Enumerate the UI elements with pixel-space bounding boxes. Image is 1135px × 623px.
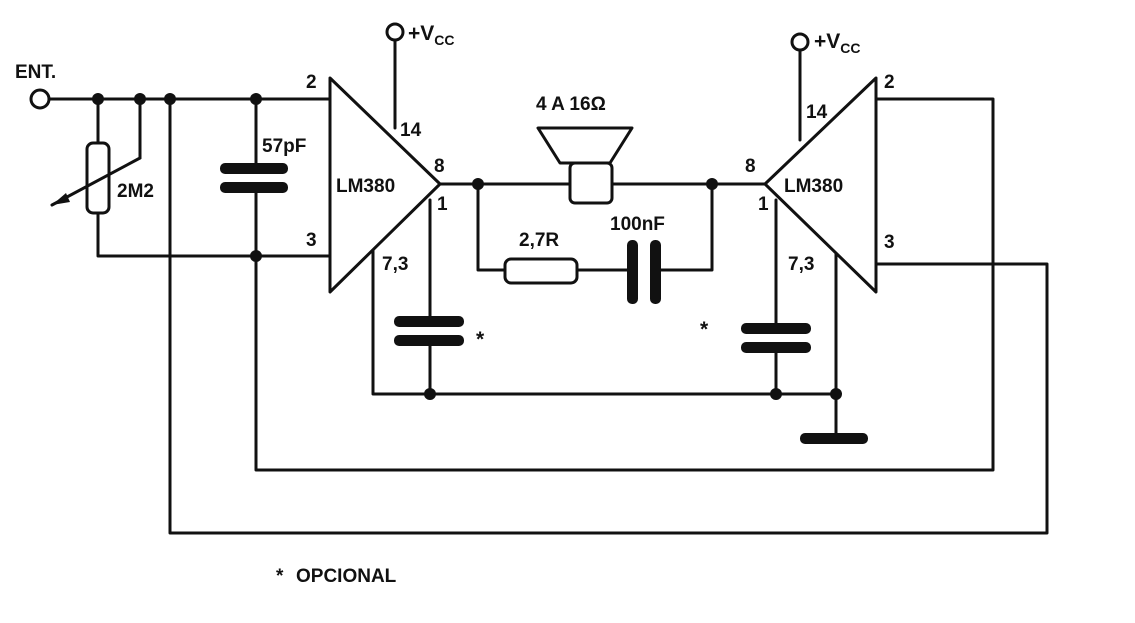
amp-left-pin3: 3 — [306, 230, 317, 251]
ground-symbol — [800, 433, 868, 444]
speaker-rating: 4 A 16 — [536, 94, 591, 115]
amp-right-pin8: 8 — [745, 156, 756, 177]
optional-mark-left: * — [476, 328, 485, 351]
potentiometer-label: 2M2 — [117, 181, 154, 202]
capacitor-100nf: 100nF — [610, 214, 665, 304]
optional-mark-right: * — [700, 318, 709, 341]
capacitor-57pf: 57pF — [220, 136, 306, 193]
amp-left-pin14: 14 — [400, 120, 422, 141]
amp-right-pin2: 2 — [884, 72, 895, 93]
resistor-label: 2,7R — [519, 230, 559, 251]
vcc-left-subscript: CC — [434, 32, 454, 48]
speaker-unit: Ω — [591, 94, 606, 115]
legend-text: OPCIONAL — [296, 566, 397, 587]
wiring — [48, 38, 1049, 535]
vcc-left-symbol: +V — [408, 22, 434, 45]
input-terminal — [29, 88, 51, 110]
amplifier-left: LM380 2 3 14 8 1 7,3 — [306, 72, 448, 294]
resistor-2-7r: 2,7R — [503, 230, 579, 285]
speaker-label: 4 A 16Ω — [536, 94, 606, 115]
amp-right-pin7-3: 7,3 — [788, 254, 814, 275]
amp-right-name: LM380 — [784, 176, 843, 197]
amp-left-pin7-3: 7,3 — [382, 254, 408, 275]
vcc-right-symbol: +V — [814, 30, 840, 53]
legend-symbol: * — [276, 566, 284, 587]
svg-text:+VCC: +VCC — [408, 22, 455, 48]
bypass-capacitor-left: * — [394, 316, 485, 351]
amp-right-pin1: 1 — [758, 194, 769, 215]
amp-right-pin3: 3 — [884, 232, 895, 253]
svg-text:+VCC: +VCC — [814, 30, 861, 56]
junction-dots — [92, 93, 842, 400]
bypass-capacitor-right: * — [700, 318, 811, 353]
vcc-right: +VCC — [790, 30, 861, 56]
potentiometer-2m2: 2M2 — [50, 141, 154, 215]
amplifier-right: LM380 2 3 14 8 1 7,3 — [745, 72, 895, 294]
capacitor-100nf-label: 100nF — [610, 214, 665, 235]
legend: * OPCIONAL — [276, 566, 397, 587]
speaker-icon: 4 A 16Ω — [536, 94, 634, 205]
input-label: ENT. — [15, 62, 56, 83]
amp-left-pin1: 1 — [437, 194, 448, 215]
vcc-left: +VCC — [385, 22, 455, 48]
vcc-right-subscript: CC — [840, 40, 860, 56]
amp-left-name: LM380 — [336, 176, 395, 197]
amp-right-pin14: 14 — [806, 102, 828, 123]
amp-left-pin2: 2 — [306, 72, 317, 93]
capacitor-57pf-label: 57pF — [262, 136, 306, 157]
amp-left-pin8: 8 — [434, 156, 445, 177]
